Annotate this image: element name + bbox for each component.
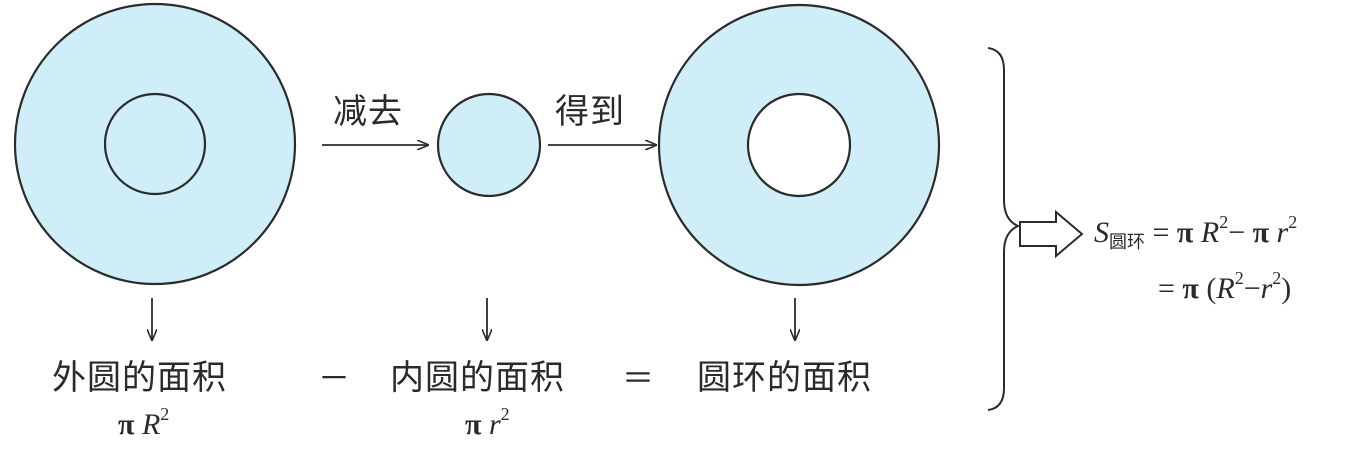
right-brace [987,47,1021,411]
outer-circle-inner-outline [103,92,207,196]
minus-sign: － [318,359,351,397]
inner-radius-var: r [1260,272,1273,305]
exponent: 2 [1234,268,1244,288]
pi-symbol: π [1176,216,1194,249]
equals: = [1152,216,1170,249]
result-label: 得到 [555,92,625,132]
inner-radius-var: r [488,408,501,441]
result-formula-line1: S圆环 = π R2− π r2 [1094,213,1297,251]
exponent: 2 [160,404,170,424]
ring-hole [746,92,852,198]
exponent: 2 [1288,212,1298,232]
minus: − [1243,272,1261,305]
close-paren: ) [1281,272,1292,305]
pi-symbol: π [118,408,135,441]
exponent: 2 [1219,212,1229,232]
outer-radius-var: R [141,408,161,441]
open-paren: ( [1206,272,1217,305]
exponent: 2 [1272,268,1282,288]
ring-figure [657,3,941,287]
inner-area-formula: π r2 [465,405,510,441]
inner-radius-var: r [1276,216,1289,249]
exponent: 2 [500,404,510,424]
inner-area-label: 内圆的面积 [390,358,565,398]
implies-arrow [1019,209,1084,259]
equals-sign: ＝ [622,359,655,397]
equals: = [1158,272,1175,305]
outer-radius-var: R [1216,272,1235,305]
pi-symbol: π [1252,216,1270,249]
subtract-label: 减去 [333,92,403,132]
result-formula-line2: = π (R2−r2) [1158,269,1292,305]
outer-area-label: 外圆的面积 [52,358,227,398]
minus: − [1228,216,1246,249]
pi-symbol: π [465,408,482,441]
outer-circle-figure [13,2,297,286]
pi-symbol: π [1182,272,1199,305]
area-symbol: S [1094,216,1109,249]
inner-circle [436,92,542,198]
ring-area-label: 圆环的面积 [697,358,872,398]
area-subscript: 圆环 [1109,232,1145,252]
outer-area-formula: π R2 [118,405,169,441]
outer-radius-var: R [1200,216,1220,249]
